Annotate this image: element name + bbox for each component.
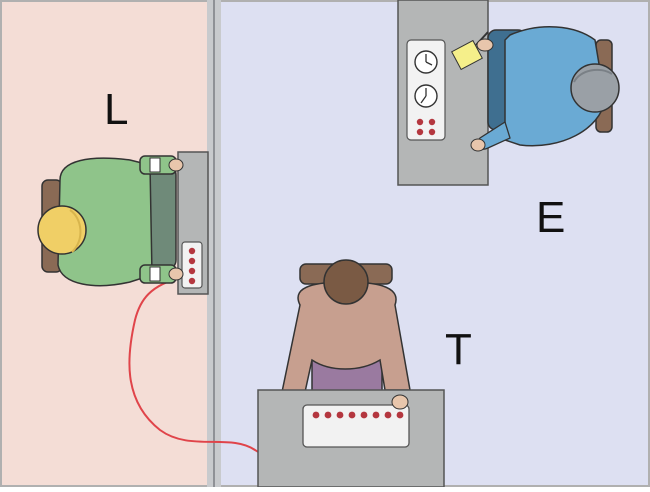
- shock-generator: [302, 404, 410, 448]
- experimenter-figure: [451, 26, 620, 152]
- teacher-figure: [281, 259, 411, 406]
- note-paper: [451, 39, 483, 71]
- learner-desk: [177, 151, 209, 295]
- experimenter-label: E: [536, 193, 566, 242]
- learner-figure: [37, 155, 184, 287]
- teacher-desk: [257, 389, 445, 488]
- experimenter-desk: [397, 0, 489, 186]
- learner-head: [37, 205, 87, 255]
- learner-answer-box: [181, 241, 203, 289]
- experimenter-head: [570, 63, 620, 113]
- learner-label: L: [104, 85, 129, 134]
- teacher-label: T: [445, 325, 472, 374]
- teacher-head: [323, 259, 369, 305]
